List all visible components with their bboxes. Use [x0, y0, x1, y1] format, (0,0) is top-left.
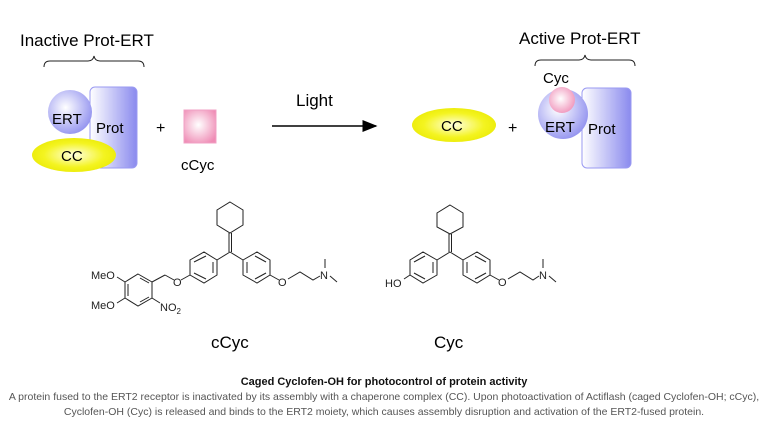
inactive-brace — [43, 55, 145, 68]
svg-text:MeO: MeO — [91, 270, 115, 282]
cyc-bound-sphere — [549, 87, 575, 113]
ert-label: ERT — [52, 111, 82, 128]
cyc-structure-label: Cyc — [434, 333, 464, 352]
inactive-prot-ert-label: Inactive Prot-ERT — [20, 31, 154, 50]
ert-domain — [48, 90, 92, 134]
ccyc-label: cCyc — [181, 157, 215, 174]
svg-text:HO: HO — [385, 278, 402, 290]
cc-label-released: CC — [441, 118, 463, 135]
caption-title: Caged Cyclofen-OH for photocontrol of pr… — [240, 376, 528, 388]
plus-sign: + — [156, 120, 165, 137]
active-prot-ert-label: Active Prot-ERT — [519, 29, 641, 48]
svg-text:MeO: MeO — [91, 300, 115, 312]
plus-sign-products: + — [508, 120, 517, 137]
cc-ellipse-released — [412, 108, 496, 142]
prot-label-active: Prot — [588, 121, 616, 138]
ccyc-structure: O NO2 MeO MeO O N — [91, 201, 338, 316]
light-label: Light — [296, 91, 333, 110]
cc-label: CC — [61, 148, 83, 165]
cyc-structure: HO O N — [385, 204, 557, 290]
figure-caption: Caged Cyclofen-OH for photocontrol of pr… — [0, 375, 768, 420]
svg-text:N: N — [320, 270, 328, 282]
svg-text:O: O — [173, 277, 182, 289]
svg-text:NO2: NO2 — [160, 302, 182, 316]
prot-label: Prot — [96, 120, 124, 137]
caption-body: A protein fused to the ERT2 receptor is … — [8, 391, 760, 418]
ccyc-structure-label: cCyc — [211, 333, 249, 352]
ccyc-square — [183, 109, 217, 144]
svg-text:O: O — [498, 277, 507, 289]
cyc-label: Cyc — [543, 70, 569, 87]
svg-text:O: O — [278, 277, 287, 289]
active-brace — [534, 54, 636, 67]
svg-text:N: N — [539, 270, 547, 282]
cc-ellipse — [32, 138, 116, 172]
ert-label-active: ERT — [545, 119, 575, 136]
